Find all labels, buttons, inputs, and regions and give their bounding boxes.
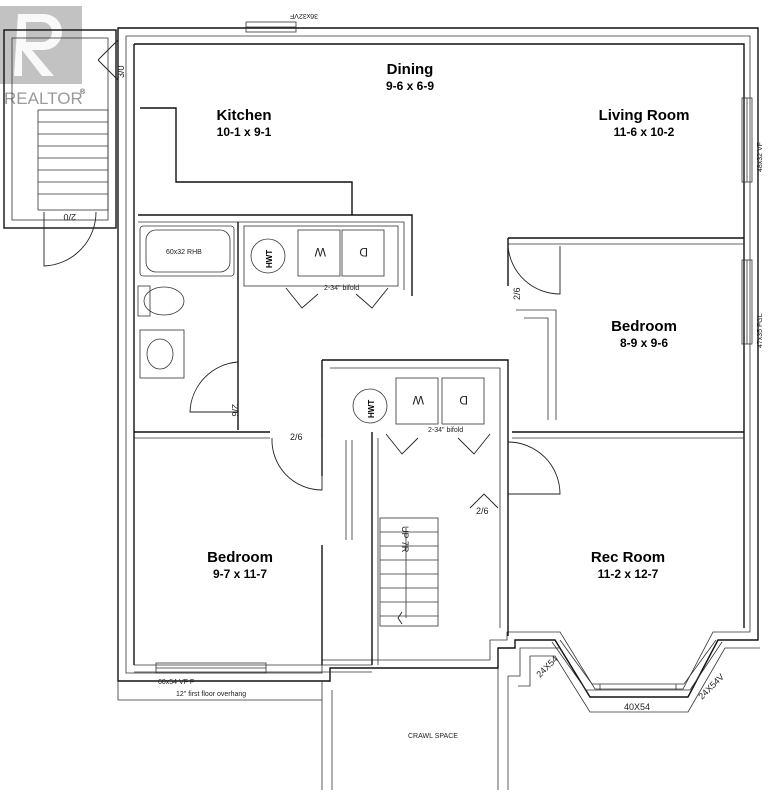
- washer-lower-label: W: [412, 393, 424, 407]
- door-label-2-6-rec: 2/6: [476, 506, 489, 516]
- window-bedroom-east: 47x35 FGL: [741, 259, 764, 348]
- entry-stair: 3/0 2/0: [3, 29, 126, 267]
- washer-upper-icon: [297, 229, 341, 277]
- bay-label-center: 40X54: [624, 702, 650, 712]
- window-label-top: 36x32VF: [290, 12, 318, 19]
- room-dims-kitchen: 10-1 x 9-1: [217, 125, 272, 139]
- dryer-lower-label: D: [459, 393, 468, 407]
- water-heater-lower-icon: [352, 388, 388, 424]
- room-dims-bedroom-west: 9-7 x 11-7: [213, 567, 267, 581]
- room-dims-bedroom-east: 8-9 x 9-6: [620, 336, 668, 350]
- door-label-2-6-living: 2/6: [512, 287, 522, 300]
- window-label-living: 48x32 VF: [757, 142, 764, 172]
- washer-upper-label: W: [314, 245, 326, 259]
- bay-label-left: 24X54: [534, 654, 559, 679]
- door-label-2-6-bath: 2/6: [230, 404, 240, 417]
- room-name-crawl-space: CRAWL SPACE: [408, 733, 458, 740]
- room-name-rec-room: Rec Room: [591, 549, 665, 566]
- interior-stair: UP 7R: [379, 517, 439, 627]
- door-swings: 2/6 2/6 2/6 2/6: [189, 245, 561, 516]
- hwt-label-upper: HWT: [265, 250, 274, 268]
- toilet-icon: [137, 285, 185, 317]
- realtor-brand: REALTOR: [4, 89, 83, 108]
- room-dims-rec-room: 11-2 x 12-7: [598, 567, 659, 581]
- door-label-2-6-hall: 2/6: [290, 432, 303, 442]
- hwt-label-lower: HWT: [367, 400, 376, 418]
- water-heater-upper-icon: [250, 238, 286, 274]
- sink-icon: [139, 329, 185, 379]
- room-name-kitchen: Kitchen: [216, 107, 271, 124]
- window-label-bedroom-west: 60x54 VF F: [158, 679, 194, 686]
- window-top: 36x32VF: [245, 12, 318, 33]
- realtor-watermark: REALTOR ®: [0, 6, 86, 108]
- tub-label: 60x32 RHB: [166, 249, 202, 256]
- room-name-bedroom-east: Bedroom: [611, 318, 677, 335]
- room-name-dining: Dining: [387, 61, 434, 78]
- window-living: 48x32 VF: [741, 97, 764, 183]
- room-name-bedroom-west: Bedroom: [207, 549, 273, 566]
- dryer-upper-icon: [341, 229, 385, 277]
- window-bedroom-west: 60x54 VF F: [155, 662, 267, 686]
- room-name-living-room: Living Room: [599, 107, 690, 124]
- door-label-3-0: 3/0: [116, 65, 126, 78]
- overhang-note: 12" first floor overhang: [176, 691, 246, 698]
- interior-walls: [134, 107, 744, 673]
- laundry-lower: HWT W D 2-34" bifold: [352, 377, 491, 455]
- washer-lower-icon: [395, 377, 439, 425]
- room-dims-living-room: 11-6 x 10-2: [614, 125, 675, 139]
- bifold-lower-label: 2-34" bifold: [428, 427, 463, 434]
- dryer-upper-label: D: [359, 245, 368, 259]
- door-label-2-0: 2/0: [63, 212, 76, 222]
- bifold-upper-label: 2-34" bifold: [324, 285, 359, 292]
- realtor-mark: ®: [80, 88, 86, 96]
- bay-window: 24X54 40X54 24X54V: [534, 639, 726, 712]
- window-label-bedroom: 47x35 FGL: [757, 313, 764, 348]
- exterior-walls: [117, 27, 760, 790]
- bathtub: 60x32 RHB: [139, 225, 235, 277]
- room-dims-dining: 9-6 x 6-9: [386, 79, 434, 93]
- dryer-lower-icon: [441, 377, 485, 425]
- bay-label-right: 24X54V: [696, 672, 726, 702]
- laundry-upper: HWT W D 2-34" bifold: [243, 225, 399, 309]
- stair-label: UP 7R: [400, 526, 410, 553]
